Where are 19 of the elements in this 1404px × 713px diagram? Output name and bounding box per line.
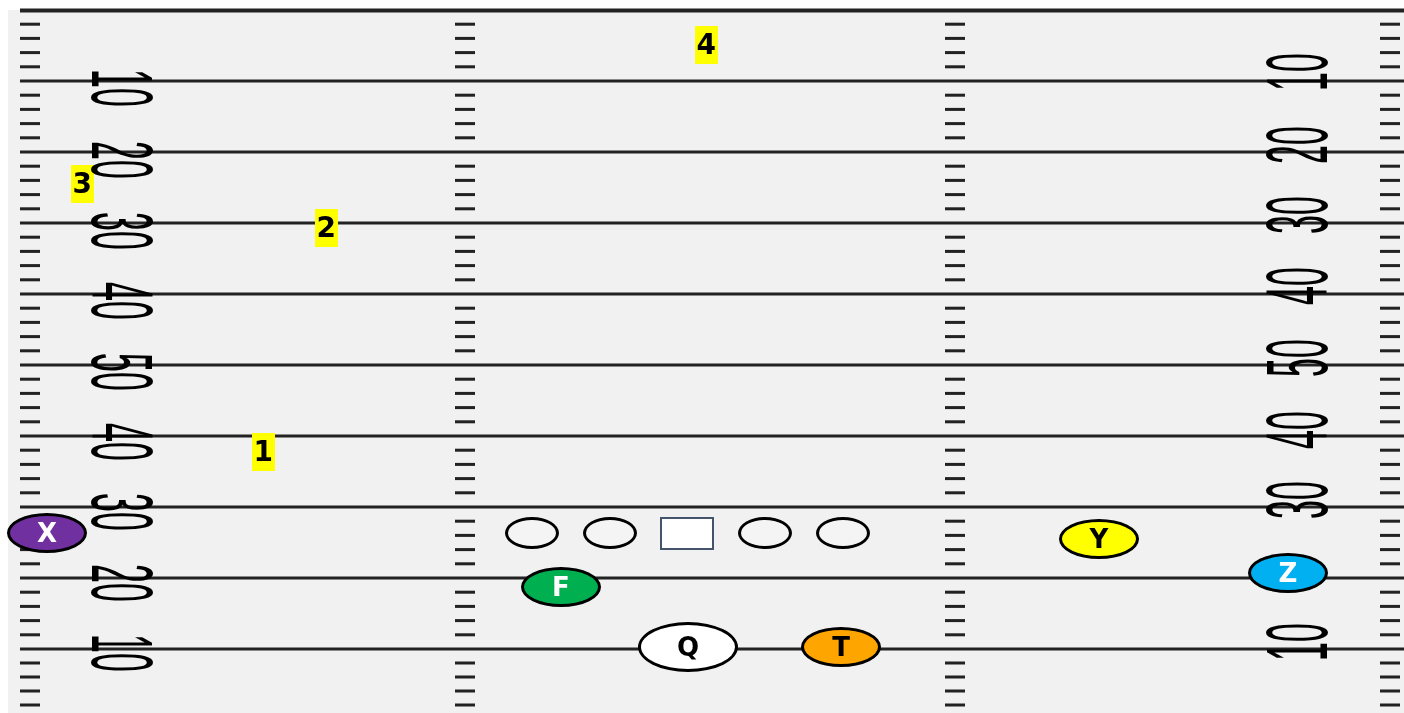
yard-number: 40 (1253, 267, 1341, 305)
yard-number: 40 (78, 423, 166, 461)
callout-number: 2 (314, 209, 338, 247)
callout-number: 1 (251, 433, 275, 471)
yard-number: 20 (78, 564, 166, 602)
yard-number: 40 (78, 282, 166, 320)
yard-number: 50 (78, 353, 166, 391)
yard-number: 40 (1253, 411, 1341, 449)
yard-number: 10 (1253, 623, 1341, 661)
callout-number: 4 (694, 26, 718, 64)
yard-number: 10 (78, 634, 166, 672)
yard-number: 10 (78, 69, 166, 107)
yard-number: 50 (1253, 339, 1341, 377)
center-marker (660, 516, 714, 550)
yard-number: 30 (78, 212, 166, 250)
yard-number: 30 (1253, 196, 1341, 234)
yard-number: 30 (1253, 481, 1341, 519)
yard-number: 20 (1253, 126, 1341, 164)
yard-number: 10 (1253, 53, 1341, 91)
